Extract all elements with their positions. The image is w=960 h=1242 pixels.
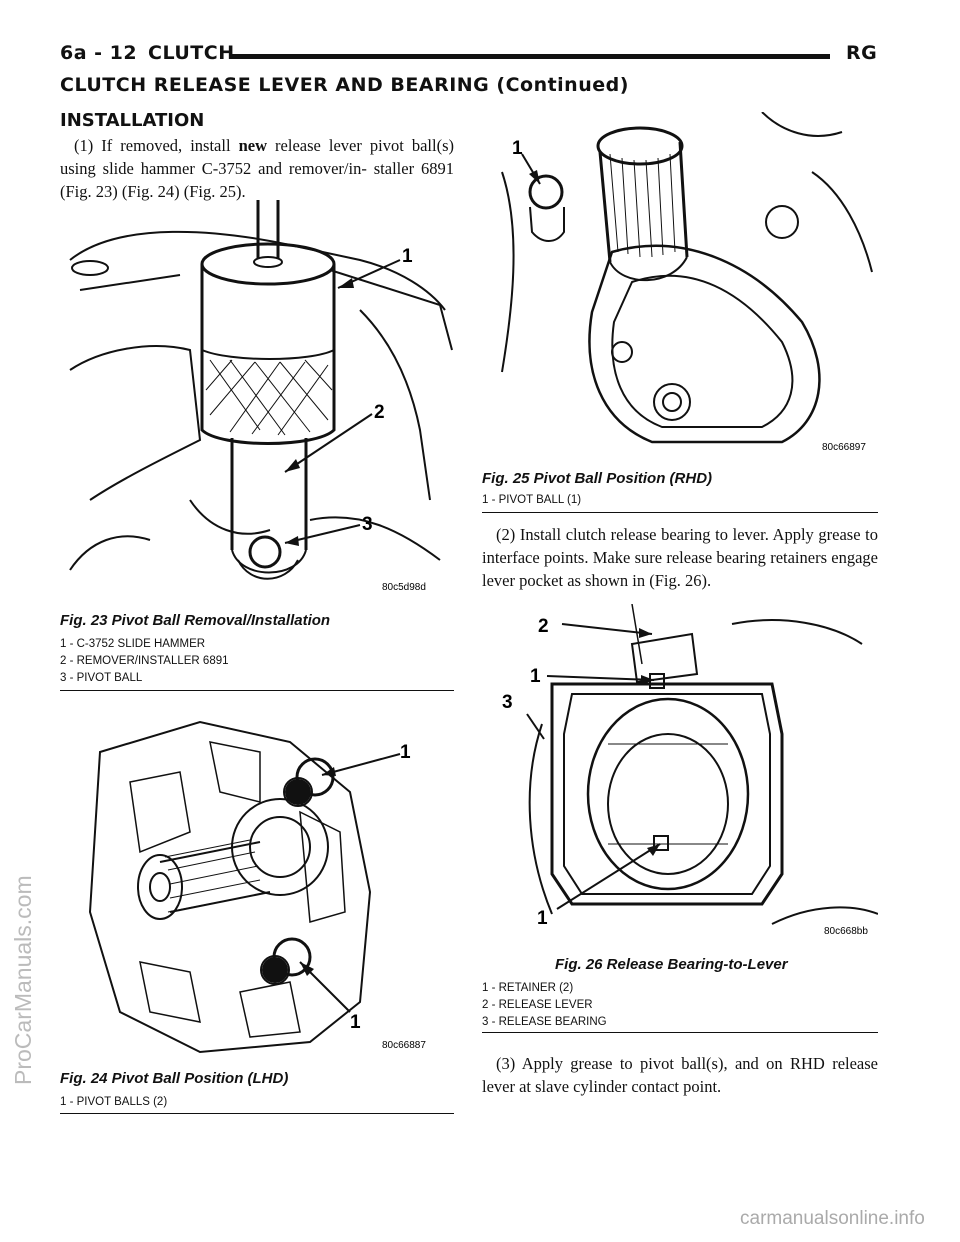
fig24-rule [60, 1113, 454, 1114]
fig24-legend: 1 - PIVOT BALLS (2) [60, 1094, 167, 1111]
fig24-callout-1: 1 [400, 742, 411, 763]
fig26-callout-1: 1 [530, 666, 541, 687]
fig23-rule [60, 690, 454, 691]
fig25-caption: Fig. 25 Pivot Ball Position (RHD) [482, 470, 713, 487]
fig26-legend-item: 1 - RETAINER (2) [482, 982, 574, 994]
header-rule [232, 54, 830, 59]
model-code: RG [846, 42, 878, 64]
fig24-callout-1b: 1 [350, 1012, 361, 1033]
fig25-legend: 1 - PIVOT BALL (1) [482, 492, 581, 509]
continued-title: CLUTCH RELEASE LEVER AND BEARING (Contin… [60, 74, 629, 96]
section-name: CLUTCH [148, 42, 235, 64]
page-number: 6a - 12 [60, 42, 138, 64]
step-1-emphasis: new [238, 136, 267, 155]
fig23-legend-item: 3 - PIVOT BALL [60, 672, 143, 684]
fig26-legend: 1 - RETAINER (2) 2 - RELEASE LEVER 3 - R… [482, 980, 607, 1031]
fig25-callout-1: 1 [512, 138, 523, 159]
step-3: (3) Apply grease to pivot ball(s), and o… [482, 1054, 878, 1096]
fig23-code: 80c5d98d [382, 582, 426, 593]
fig23-callout-2: 2 [374, 402, 385, 423]
fig26-code: 80c668bb [824, 926, 868, 937]
fig25-code: 80c66897 [822, 442, 866, 453]
fig24-code: 80c66887 [382, 1040, 426, 1051]
fig23-callout-3: 3 [362, 514, 373, 535]
step-2: (2) Install clutch release bearing to le… [482, 525, 878, 590]
footer-watermark: carmanualsonline.info [740, 1208, 925, 1229]
fig26-illustration: 2 1 3 1 80c668bb [502, 604, 878, 937]
fig24-illustration: 1 1 80c66887 [88, 720, 426, 1054]
fig26-caption: Fig. 26 Release Bearing-to-Lever [555, 956, 788, 973]
step-1: (1) If removed, install new release leve… [60, 134, 454, 203]
fig23-illustration: 1 2 3 80c5d98d [69, 200, 453, 593]
fig25-rule [482, 512, 878, 513]
fig24-legend-item: 1 - PIVOT BALLS (2) [60, 1096, 168, 1108]
side-watermark: ProCarManuals.com [10, 875, 36, 1085]
fig23-legend: 1 - C-3752 SLIDE HAMMER 2 - REMOVER/INST… [60, 636, 229, 687]
fig23-legend-item: 1 - C-3752 SLIDE HAMMER [60, 638, 206, 650]
step-1-text-b: release lever pivot ball(s) using slide … [60, 136, 454, 201]
fig26-callout-1b: 1 [537, 908, 548, 929]
step-1-text-a: (1) If removed, install [74, 136, 239, 155]
fig25-illustration: 1 80c66897 [501, 112, 873, 453]
fig26-rule [482, 1032, 878, 1033]
fig26-callout-3: 3 [502, 692, 513, 713]
fig26-callout-2: 2 [538, 616, 549, 637]
fig23-caption: Fig. 23 Pivot Ball Removal/Installation [60, 612, 331, 629]
fig23-legend-item: 2 - REMOVER/INSTALLER 6891 [60, 655, 229, 667]
installation-heading: INSTALLATION [60, 110, 205, 131]
fig24-caption: Fig. 24 Pivot Ball Position (LHD) [60, 1070, 289, 1087]
fig26-legend-item: 3 - RELEASE BEARING [482, 1016, 607, 1028]
fig26-legend-item: 2 - RELEASE LEVER [482, 999, 593, 1011]
fig23-callout-1: 1 [402, 246, 413, 267]
fig25-legend-item: 1 - PIVOT BALL (1) [482, 494, 582, 506]
